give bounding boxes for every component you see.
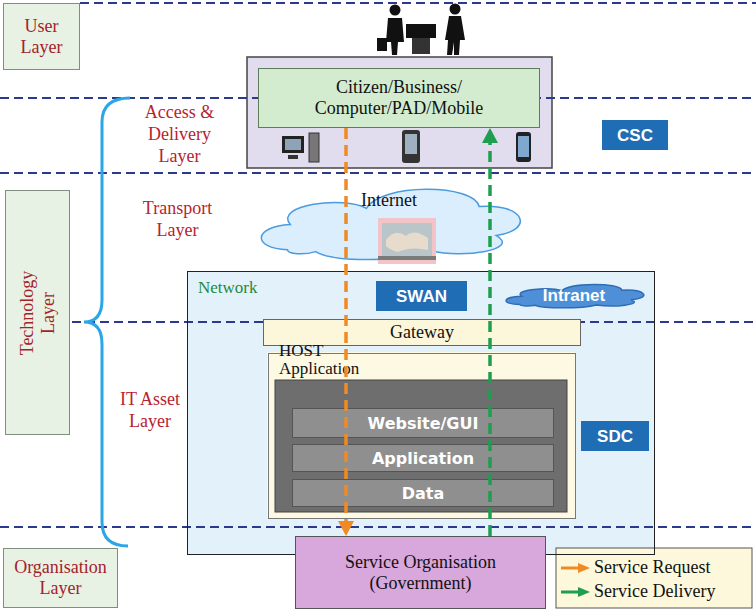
node-label: Application xyxy=(372,448,474,469)
picture-land xyxy=(386,232,428,252)
phone-screen xyxy=(405,134,417,154)
person-body xyxy=(386,18,404,55)
user-box: Citizen/Business/ Computer/PAD/Mobile xyxy=(258,68,540,128)
globe-picture xyxy=(378,218,436,264)
layer-label: Access & Delivery Layer xyxy=(132,101,227,167)
layer-dividers xyxy=(0,3,756,527)
person-head xyxy=(450,4,461,15)
device-icons xyxy=(282,130,531,163)
tag-box: CSC xyxy=(602,120,668,150)
mobile xyxy=(516,132,531,162)
layer-box: Organisation Layer xyxy=(3,548,118,608)
node-label: Organisation Layer xyxy=(4,557,117,599)
counter-base xyxy=(412,38,430,54)
layer-box: Technology Layer xyxy=(5,190,70,435)
node-label: Internet xyxy=(248,190,530,211)
layer-label: IT Asset Layer xyxy=(110,388,190,432)
node-label: Data xyxy=(402,483,445,504)
node-label: HOST Application xyxy=(279,342,389,378)
divider-line xyxy=(80,2,756,4)
suitcase xyxy=(377,38,387,51)
node-label: Technology Layer xyxy=(17,253,59,373)
node-label: Citizen/Business/ Computer/PAD/Mobile xyxy=(259,77,539,119)
legend-text: Service Delivery xyxy=(594,581,715,602)
arrow-head xyxy=(338,521,354,536)
picture-band xyxy=(378,256,436,260)
node-label: CSC xyxy=(617,125,653,146)
person-head xyxy=(390,5,401,16)
brace xyxy=(84,98,130,546)
divider-line xyxy=(0,526,756,528)
legend-arrow-head xyxy=(578,587,590,597)
access-box xyxy=(247,57,552,168)
node-label: Network xyxy=(198,277,257,298)
node-label: Gateway xyxy=(390,322,454,343)
node-label: Intranet xyxy=(543,285,605,306)
tier-box: Data xyxy=(292,479,554,507)
tag-box: SWAN xyxy=(376,281,467,311)
flow-arrow xyxy=(482,128,498,536)
tier-box: Website/GUI xyxy=(292,408,554,438)
network-box: Network SWAN IntranetGatewayHOST Applicati… xyxy=(187,271,655,555)
organisation-box: Service Organisation (Government) xyxy=(295,536,546,609)
legend-text: Service Request xyxy=(594,557,710,578)
monitor xyxy=(282,136,304,153)
legend-arrow-line xyxy=(561,567,580,570)
picture-sky xyxy=(382,223,432,257)
layer-box: User Layer xyxy=(3,3,80,70)
cloud-shape xyxy=(248,176,530,266)
host-box: HOST ApplicationWebsite/GUIApplicationDa… xyxy=(268,353,576,519)
intranet-cloud: Intranet xyxy=(499,280,649,310)
node-label: SWAN xyxy=(396,286,447,307)
picture-frame xyxy=(378,218,436,264)
person-body xyxy=(445,16,465,55)
arrow-head xyxy=(482,128,498,143)
arrow-line xyxy=(488,141,492,536)
legend-box xyxy=(556,548,752,608)
node-label: User Layer xyxy=(4,16,79,58)
network-fill xyxy=(187,271,655,555)
arrow-line xyxy=(344,128,348,523)
monitor-stand xyxy=(288,155,298,159)
server-block xyxy=(275,380,567,512)
tag-box: SDC xyxy=(581,421,649,451)
monitor-screen xyxy=(285,139,301,150)
divider-line xyxy=(0,172,756,174)
legend-samples xyxy=(561,563,590,597)
node-label: Service Organisation (Government) xyxy=(296,552,545,594)
internet-cloud: Internet xyxy=(248,176,530,266)
phone xyxy=(402,130,420,163)
counter xyxy=(406,24,436,38)
tier-box: Application xyxy=(292,444,554,472)
mobile-screen xyxy=(518,136,529,157)
flow-arrow xyxy=(338,128,354,536)
node-label: Website/GUI xyxy=(368,413,479,434)
layer-label: Transport Layer xyxy=(130,197,225,241)
node-label: SDC xyxy=(597,426,633,447)
legend-arrow-head xyxy=(578,563,590,573)
legend-arrow-line xyxy=(561,591,580,594)
cloud-outline xyxy=(506,284,644,307)
tower xyxy=(309,133,319,162)
people-icon xyxy=(377,4,465,56)
